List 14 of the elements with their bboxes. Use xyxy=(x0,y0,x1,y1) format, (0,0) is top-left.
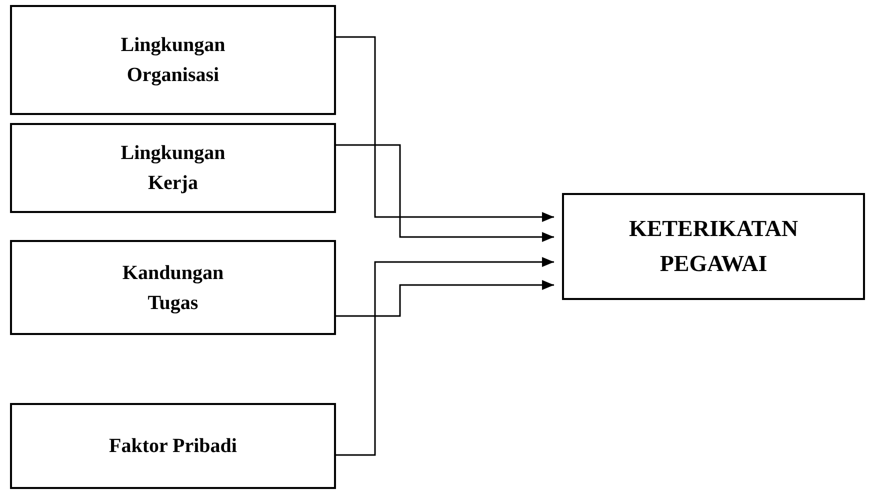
arrow xyxy=(336,144,554,242)
arrow xyxy=(336,36,554,222)
factor-box xyxy=(10,403,336,489)
box-label: Faktor Pribadi xyxy=(109,434,237,459)
factor-box xyxy=(10,123,336,213)
box-label: Lingkungan Organisasi xyxy=(120,33,226,88)
box-label: Lingkungan Kerja xyxy=(120,141,226,196)
factor-box xyxy=(10,240,336,335)
outcome-box xyxy=(562,193,865,300)
box-label: KETERIKATAN PEGAWAI xyxy=(628,215,800,278)
arrow xyxy=(336,257,554,456)
arrow xyxy=(336,280,554,317)
factor-box xyxy=(10,5,336,115)
box-label: Kandungan Tugas xyxy=(121,260,225,316)
